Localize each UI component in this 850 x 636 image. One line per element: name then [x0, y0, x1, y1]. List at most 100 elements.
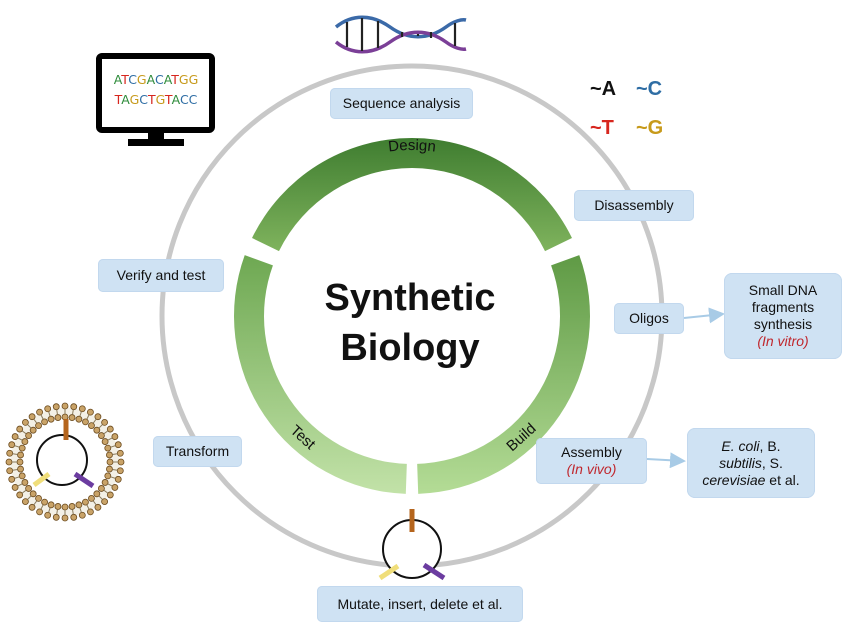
step-transform: Transform: [153, 436, 242, 467]
membrane-lipid: [61, 514, 69, 522]
monitor-base: T: [170, 72, 179, 87]
membrane-tail: [92, 418, 97, 424]
membrane-tail: [110, 445, 116, 448]
monitor-base: G: [156, 92, 165, 107]
membrane-lipid: [93, 426, 101, 434]
membrane-tail: [27, 424, 32, 429]
membrane-tail: [98, 424, 103, 429]
membrane-lipid: [41, 418, 48, 426]
title-line-1: Synthetic: [324, 277, 496, 319]
monitor-base: A: [147, 72, 156, 87]
membrane-lipid: [22, 498, 29, 505]
membrane-lipid: [75, 415, 83, 423]
monitor-base: C: [180, 92, 189, 107]
membrane-tail: [112, 453, 118, 455]
membrane-lipid: [101, 438, 109, 445]
monitor-base: G: [179, 72, 189, 87]
cell-plasmid-icon: [32, 419, 95, 489]
membrane-lipid: [16, 458, 24, 466]
membrane-lipid: [106, 425, 114, 433]
assembly-mode: (In vivo): [566, 461, 617, 477]
membrane-lipid: [35, 495, 42, 502]
membrane-tail: [14, 445, 20, 448]
design-arc: [252, 138, 572, 252]
step-mutate: Mutate, insert, delete et al.: [317, 586, 523, 622]
membrane-lipid: [101, 479, 109, 486]
membrane-lipid: [106, 465, 113, 473]
dna-helix-icon: [334, 15, 467, 54]
nucleotide-g: ~G: [636, 117, 664, 139]
membrane-lipid: [21, 438, 29, 445]
monitor-base: A: [121, 92, 130, 107]
membrane-tail: [48, 507, 51, 513]
membrane-lipid: [16, 425, 24, 433]
membrane-tail: [107, 483, 113, 487]
membrane-lipid: [8, 441, 16, 449]
membrane-lipid: [61, 402, 69, 410]
membrane-tail: [40, 414, 44, 420]
membrane-lipid: [17, 465, 24, 473]
membrane-tail: [14, 476, 20, 479]
membrane-lipid: [68, 503, 76, 510]
membrane-tail: [17, 483, 23, 487]
monitor-base: C: [128, 72, 137, 87]
membrane-lipid: [36, 508, 43, 516]
membrane-tail: [112, 469, 118, 471]
membrane-lipid: [35, 422, 42, 429]
monitor-base: C: [189, 92, 198, 107]
computer-monitor-icon: [96, 53, 215, 146]
title-line-2: Biology: [340, 327, 480, 369]
membrane-lipid: [47, 501, 55, 509]
membrane-lipid: [70, 513, 78, 521]
membrane-lipid: [11, 484, 19, 491]
membrane-tail: [92, 500, 97, 506]
step-verify: Verify and test: [98, 259, 224, 292]
membrane-lipid: [106, 491, 114, 499]
oligos-arrow: [683, 307, 725, 324]
membrane-tail: [27, 495, 32, 500]
membrane-lipid: [93, 490, 101, 498]
membrane-lipid: [114, 475, 122, 483]
membrane-lipid: [6, 449, 14, 457]
membrane-tail: [12, 469, 18, 471]
membrane-tail: [110, 476, 116, 479]
membrane-tail: [21, 430, 27, 435]
membrane-lipid: [111, 433, 119, 440]
monitor-base: A: [172, 92, 181, 107]
membrane-tail: [103, 430, 109, 435]
membrane-lipid: [5, 458, 13, 466]
fragments-line-1: Small DNA: [748, 282, 818, 298]
membrane-lipid: [22, 419, 29, 426]
fragments-line-3: synthesis: [753, 316, 813, 332]
monitor-base: T: [147, 92, 156, 107]
build-arc: [417, 255, 590, 494]
membrane-lipid: [87, 508, 94, 516]
membrane-lipid: [98, 432, 105, 439]
membrane-tail: [86, 504, 90, 510]
monitor-base: T: [120, 72, 129, 87]
step-oligos: Oligos: [614, 303, 684, 334]
monitor-base: A: [164, 72, 173, 87]
assembly-label: Assembly: [561, 444, 622, 460]
membrane-lipid: [29, 426, 37, 434]
fragments-line-2: fragments: [751, 299, 815, 315]
monitor-base: G: [189, 72, 199, 87]
monitor-sequence-top: ATCGACATGG: [114, 72, 199, 87]
membrane-lipid: [82, 418, 89, 426]
membrane-lipid: [25, 485, 32, 492]
membrane-lipid: [106, 451, 113, 459]
membrane-tail: [17, 437, 23, 441]
membrane-lipid: [25, 432, 32, 439]
membrane-tail: [12, 453, 18, 455]
assembly-arrow: [646, 452, 686, 469]
membrane-tail: [72, 409, 74, 415]
membrane-lipid: [68, 414, 76, 421]
hosts-line-1: E. coli, B.: [721, 437, 781, 454]
membrane-lipid: [114, 441, 122, 449]
membrane-lipid: [94, 503, 102, 511]
membrane-lipid: [18, 472, 26, 480]
membrane-lipid: [104, 444, 112, 452]
membrane-lipid: [52, 403, 60, 411]
membrane-tail: [33, 500, 38, 506]
membrane-lipid: [87, 408, 94, 416]
